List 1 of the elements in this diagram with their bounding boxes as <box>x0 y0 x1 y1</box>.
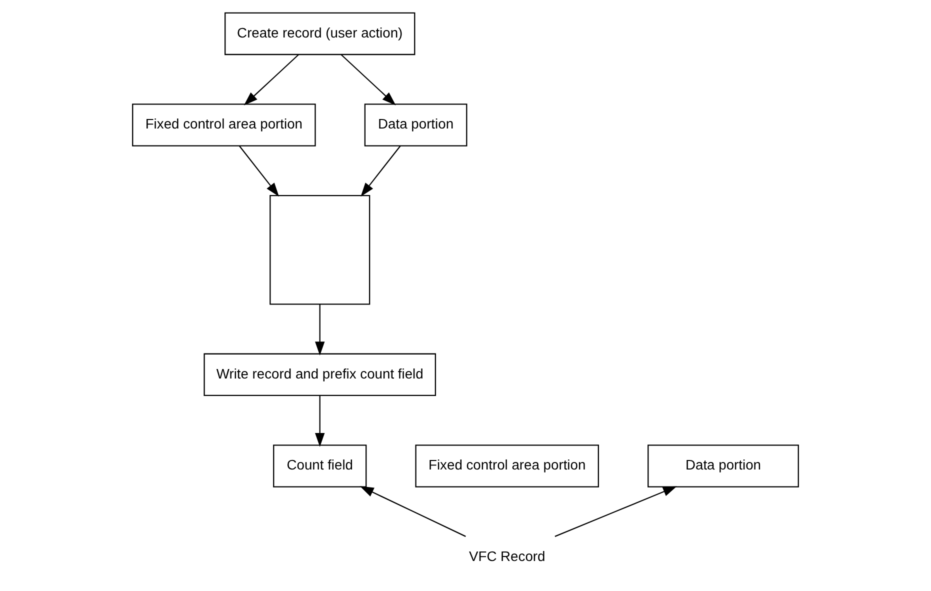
node-text: VFC Record <box>468 548 546 564</box>
